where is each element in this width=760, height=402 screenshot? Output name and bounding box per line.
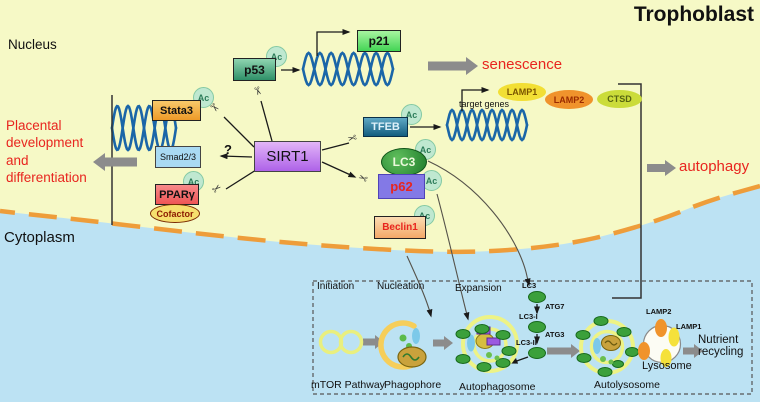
- stage-initiation: Initiation: [317, 281, 355, 292]
- dna-helix-p53: [301, 51, 395, 87]
- structure-autophagosome: Autophagosome: [459, 381, 536, 393]
- sirt1-to-smad-arrow: [219, 153, 253, 160]
- ac-label: Ac: [187, 176, 200, 187]
- dna-helix-stata3: [110, 104, 178, 152]
- beclin1-to-phagophore-curve: [406, 255, 433, 318]
- node-beclin1: Beclin1: [374, 216, 426, 239]
- autophagy-pathway-box: [312, 280, 753, 395]
- ac-label: Ac: [419, 211, 431, 221]
- node-lamp1: LAMP1: [498, 83, 546, 101]
- node-lamp2: LAMP2: [545, 90, 593, 109]
- dna-to-p21-arrow: [316, 29, 351, 56]
- lysosome-icon: [638, 319, 682, 367]
- nutrient-recycling-label: Nutrient recycling: [698, 334, 744, 359]
- autophagy-arrow: [647, 160, 676, 176]
- node-p21: p21: [357, 30, 401, 52]
- node-lc3: LC3: [381, 148, 427, 176]
- cascade-atg3-label: ATG3: [545, 330, 565, 339]
- question-mark: ?: [224, 142, 232, 157]
- ac-label: Ac: [419, 144, 432, 155]
- sirt1-to-pparg-line: [225, 169, 257, 190]
- cascade-lc3ii-label: LC3-II: [516, 338, 537, 347]
- lc3ii-to-autophagosome-arrow: [509, 356, 529, 364]
- lc3-cascade-icons: [528, 291, 546, 359]
- sirt1-to-tfeb-line: [321, 142, 350, 151]
- senescence-arrow: [428, 57, 478, 75]
- sirt1-to-p62-line: [321, 161, 357, 178]
- placental-arrow: [93, 153, 137, 171]
- dna-to-targetgenes-arrow: [461, 87, 490, 111]
- cascade-lc3-label: LC3: [522, 281, 537, 290]
- ac-label: Ac: [270, 51, 283, 62]
- node-cofactor: Cofactor: [150, 204, 200, 223]
- stage-nucleation: Nucleation: [377, 281, 425, 292]
- node-tfeb: TFEB: [363, 117, 408, 137]
- phagophore-to-autophagosome-arrow: [433, 336, 453, 350]
- node-p62: p62: [378, 174, 425, 199]
- autophagy-label: autophagy: [679, 158, 750, 175]
- page-title: Trophoblast: [633, 3, 754, 26]
- node-pparg: PPARγ: [155, 184, 199, 205]
- lysosome-to-nutrient-arrow: [683, 344, 703, 358]
- lamp2-small-label: LAMP2: [646, 307, 672, 316]
- ac-label: Ac: [197, 92, 210, 103]
- node-ctsd: CTSD: [597, 90, 642, 108]
- node-smad2-3: Smad2/3: [155, 146, 201, 168]
- stage-expansion: Expansion: [455, 283, 502, 294]
- lysosome-label: Lysosome: [642, 360, 692, 372]
- right-bracket-line: [612, 83, 642, 299]
- node-stata3: Stata3: [152, 100, 201, 121]
- mtor-rings-icon: [318, 329, 364, 355]
- ac-label: Ac: [425, 175, 438, 186]
- phagophore-icon: [378, 320, 427, 370]
- node-sirt1: SIRT1: [254, 141, 321, 172]
- node-p53: p53: [233, 58, 276, 81]
- cytoplasm-label: Cytoplasm: [4, 229, 75, 246]
- p62-to-autophagosome-curve: [436, 193, 470, 321]
- nucleus-label: Nucleus: [8, 37, 57, 52]
- structure-phagophore: Phagophore: [384, 379, 442, 391]
- cascade-lc3i-label: LC3-I: [519, 312, 538, 321]
- structure-autolysosome: Autolysosome: [594, 379, 660, 391]
- placental-outcome-label: Placental development and differentiatio…: [6, 118, 87, 185]
- senescence-label: senescence: [482, 56, 563, 73]
- lc3-to-cascade-curve: [427, 160, 531, 287]
- lamp1-small-label: LAMP1: [676, 322, 702, 331]
- dna-helix-tfeb: [445, 108, 529, 142]
- sirt1-to-p53-line: [260, 100, 273, 142]
- autophagosome-icon: [455, 315, 519, 373]
- cascade-atg7-label: ATG7: [545, 302, 565, 311]
- ac-label: Ac: [405, 109, 418, 120]
- autophagosome-to-autolysosome-arrow: [547, 344, 580, 358]
- autolysosome-icon: [575, 316, 639, 377]
- structure-mtor-pathway: mTOR Pathway: [311, 379, 385, 391]
- nuclear-membrane-dashed: [0, 183, 760, 255]
- target-genes-label: target genes: [459, 99, 510, 109]
- sirt1-to-stata3-line: [223, 116, 255, 148]
